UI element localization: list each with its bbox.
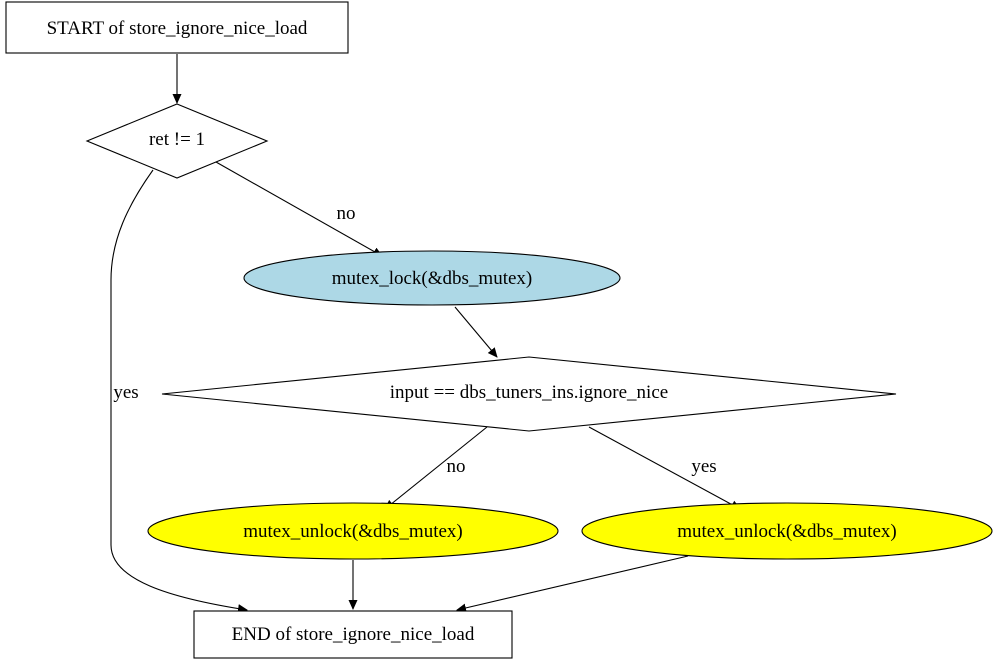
edge-label-input-yes: yes <box>691 456 716 477</box>
node-mutex-unlock-no: mutex_unlock(&dbs_mutex) <box>147 502 559 560</box>
node-end: END of store_ignore_nice_load <box>193 610 513 659</box>
edge-input-no-to-unlock-no <box>384 426 488 510</box>
node-start-label: START of store_ignore_nice_load <box>47 18 308 39</box>
edge-input-yes-to-unlock-yes <box>588 426 741 510</box>
node-mutex-unlock-no-ellipse <box>147 502 559 560</box>
node-start: START of store_ignore_nice_load <box>5 1 349 54</box>
node-end-label: END of store_ignore_nice_load <box>232 624 475 645</box>
node-input-check-diamond <box>161 356 897 432</box>
node-mutex-lock: mutex_lock(&dbs_mutex) <box>243 250 621 306</box>
edge-lock-to-input-check <box>454 306 498 358</box>
node-end-box <box>193 610 513 659</box>
node-ret-check-label: ret != 1 <box>149 129 205 150</box>
edge-label-ret-yes: yes <box>113 382 138 403</box>
node-ret-check: ret != 1 <box>85 103 269 179</box>
node-mutex-unlock-yes-ellipse <box>581 502 993 560</box>
node-mutex-unlock-yes-label: mutex_unlock(&dbs_mutex) <box>677 521 897 542</box>
node-ret-check-diamond <box>85 103 269 179</box>
node-mutex-lock-ellipse <box>243 250 621 306</box>
node-mutex-unlock-no-label: mutex_unlock(&dbs_mutex) <box>243 521 463 542</box>
node-start-box <box>5 1 349 54</box>
edge-unlock-yes-to-end <box>456 555 689 613</box>
edge-ret-yes-to-end <box>110 169 248 614</box>
edge-label-ret-no: no <box>337 203 356 224</box>
edge-ret-no-to-lock <box>215 161 383 257</box>
node-input-check-label: input == dbs_tuners_ins.ignore_nice <box>390 382 668 403</box>
node-input-check: input == dbs_tuners_ins.ignore_nice <box>161 356 897 432</box>
node-mutex-unlock-yes: mutex_unlock(&dbs_mutex) <box>581 502 993 560</box>
node-mutex-lock-label: mutex_lock(&dbs_mutex) <box>332 268 533 289</box>
edge-label-input-no: no <box>447 456 466 477</box>
